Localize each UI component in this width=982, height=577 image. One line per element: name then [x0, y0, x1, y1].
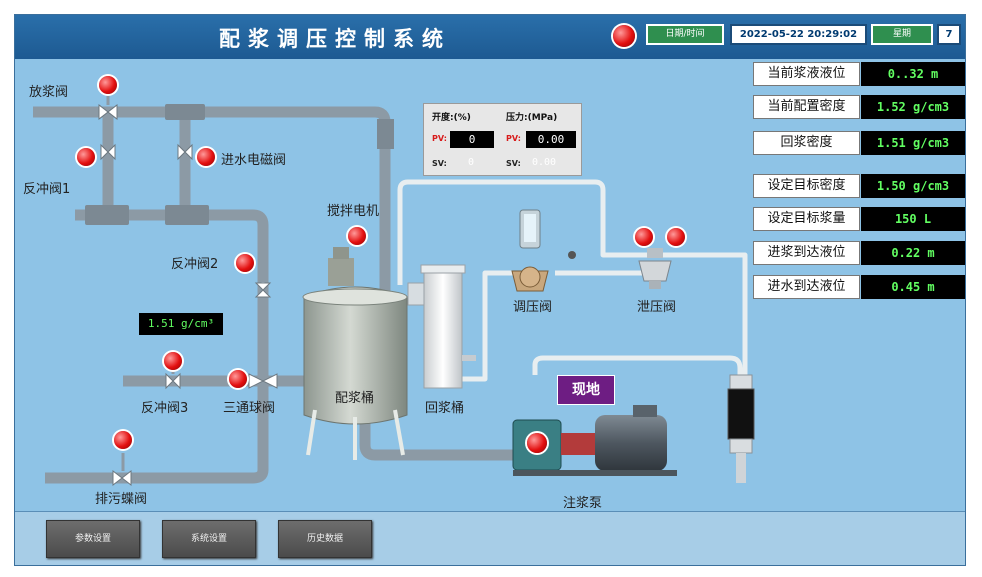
- regulator-pipe: [445, 270, 537, 382]
- status-label-slurry-arrival-level[interactable]: 进浆到达液位: [753, 241, 860, 265]
- status-value-slurry-level: 0..32 m: [861, 62, 965, 86]
- status-label-current-density: 当前配置密度: [753, 95, 860, 119]
- regulator-panel: 开度:(%) 压力:(MPa) PV: 0 PV: 0.00 SV: 0 SV:…: [423, 103, 582, 176]
- injection-pump-indicator[interactable]: [527, 433, 547, 453]
- opening-sv-value[interactable]: 0: [468, 157, 475, 168]
- mixing-tank-graphic: [302, 247, 408, 460]
- relief-valve-label: 泄压阀: [637, 300, 677, 315]
- outlet-pipe: [359, 410, 520, 461]
- opening-header: 开度:(%): [432, 113, 471, 123]
- release-valve-label: 放浆阀: [29, 85, 69, 100]
- system-alarm-indicator[interactable]: [613, 25, 635, 47]
- hmi-window: 配浆调压控制系统 日期/时间 2022-05-22 20:29:02 星期 7 …: [14, 14, 966, 566]
- status-value-current-density: 1.52 g/cm3: [861, 95, 965, 119]
- sewage-valve-label: 排污蝶阀: [95, 492, 148, 507]
- pump-return-pipe: [532, 355, 743, 377]
- pressure-header: 压力:(MPa): [506, 113, 558, 123]
- opening-sv-label: SV:: [432, 159, 447, 168]
- status-value-water-arrival-level[interactable]: 0.45 m: [861, 275, 965, 299]
- status-value-target-density[interactable]: 1.50 g/cm3: [861, 174, 965, 198]
- backflush-valve-2-label: 反冲阀2: [171, 257, 219, 272]
- left-main-pipe: [45, 209, 269, 484]
- return-pipe-top: [397, 179, 748, 377]
- backflush-valve-1-indicator[interactable]: [77, 148, 95, 166]
- weekday-label: 星期: [871, 24, 933, 45]
- param-settings-button[interactable]: 参数设置: [46, 520, 140, 558]
- status-label-water-arrival-level[interactable]: 进水到达液位: [753, 275, 860, 299]
- backflush-valve-1-label: 反冲阀1: [23, 182, 71, 197]
- weekday-display: 7: [937, 24, 961, 45]
- status-label-slurry-level: 当前浆液液位: [753, 62, 860, 86]
- injection-pump-label: 注浆泵: [563, 496, 603, 511]
- sewage-valve-indicator[interactable]: [114, 431, 132, 449]
- pressure-sv-value[interactable]: 0.00: [532, 157, 557, 168]
- mixing-tank-label: 配浆桶: [335, 391, 375, 406]
- water-inlet-valve-indicator[interactable]: [197, 148, 215, 166]
- relief-valve-indicator-b[interactable]: [667, 228, 685, 246]
- pressure-pv-value: 0.00: [526, 131, 576, 148]
- status-label-target-volume[interactable]: 设定目标浆量: [753, 207, 860, 231]
- return-tank-label: 回浆桶: [425, 401, 465, 416]
- flow-meter-graphic: [727, 374, 755, 483]
- footer-toolbar: 参数设置 系统设置 历史数据: [15, 511, 965, 565]
- opening-pv-label: PV:: [432, 134, 447, 143]
- title-bar: 配浆调压控制系统 日期/时间 2022-05-22 20:29:02 星期 7: [15, 15, 965, 59]
- pressure-sv-label: SV:: [506, 159, 521, 168]
- backflush-valve-3-label: 反冲阀3: [141, 401, 189, 416]
- local-mode-badge[interactable]: 现地: [557, 375, 615, 405]
- return-density-readout: 1.51 g/cm³: [139, 313, 223, 335]
- three-way-valve-label: 三通球阀: [223, 401, 276, 416]
- mixer-motor-indicator[interactable]: [348, 227, 366, 245]
- three-way-valve-indicator[interactable]: [229, 370, 247, 388]
- page-title: 配浆调压控制系统: [219, 26, 451, 51]
- backflush-valve-2-indicator[interactable]: [236, 254, 254, 272]
- status-value-target-volume[interactable]: 150 L: [861, 207, 965, 231]
- release-valve-indicator[interactable]: [99, 76, 117, 94]
- mixer-motor-label: 搅拌电机: [327, 204, 380, 219]
- backflush-valve-3-indicator[interactable]: [164, 352, 182, 370]
- water-inlet-valve-label: 进水电磁阀: [221, 153, 287, 168]
- relief-valve-indicator-a[interactable]: [635, 228, 653, 246]
- history-data-button[interactable]: 历史数据: [278, 520, 372, 558]
- regulating-valve-graphic: [511, 209, 576, 292]
- return-tank-graphic: [407, 264, 476, 389]
- pressure-pv-label: PV:: [506, 134, 521, 143]
- regulating-valve-label: 调压阀: [513, 300, 553, 315]
- relief-valve-graphic: [638, 248, 672, 289]
- datetime-label: 日期/时间: [646, 24, 724, 45]
- status-value-return-density: 1.51 g/cm3: [861, 131, 965, 155]
- status-label-return-density: 回浆密度: [753, 131, 860, 155]
- datetime-display: 2022-05-22 20:29:02: [730, 24, 867, 45]
- system-settings-button[interactable]: 系统设置: [162, 520, 256, 558]
- process-diagram: [33, 93, 755, 487]
- status-label-target-density[interactable]: 设定目标密度: [753, 174, 860, 198]
- status-value-slurry-arrival-level[interactable]: 0.22 m: [861, 241, 965, 265]
- opening-pv-value: 0: [450, 131, 494, 148]
